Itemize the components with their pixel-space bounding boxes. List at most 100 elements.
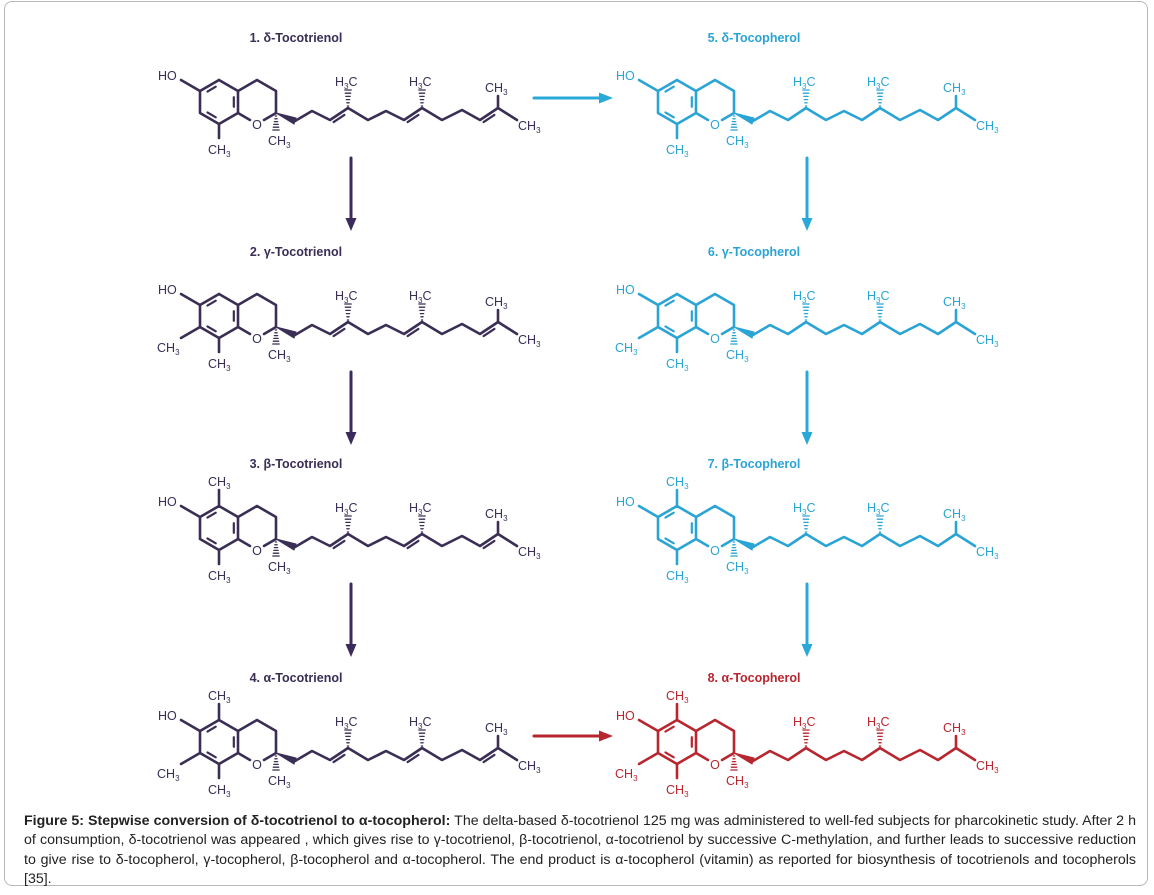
branch-methyl-label: H3C [793, 501, 816, 517]
terminal-methyl-label-subscript: 3 [503, 514, 508, 523]
terminal-methyl-label-part: CH [485, 721, 503, 735]
ring-oxygen-bond [262, 751, 278, 762]
chain-double-bond [482, 753, 496, 764]
branch-methyl-label-subscript: 3 [876, 82, 881, 91]
branch-methyl-label-subscript: 3 [876, 508, 881, 517]
c8-methyl-label: CH3 [208, 143, 231, 159]
terminal-methyl-label: CH3 [976, 333, 999, 349]
branch-methyl-label-part: H [335, 75, 344, 89]
terminal-methyl-label-part: CH [976, 333, 994, 347]
hydroxyl-bond [637, 292, 660, 307]
terminal-methyl-label: CH3 [976, 119, 999, 135]
branch-methyl-label-part: H [867, 75, 876, 89]
branch-methyl-label-subscript: 3 [344, 82, 349, 91]
ring-oxygen-bond [720, 325, 736, 336]
c7-methyl-label-part: CH [157, 767, 175, 781]
ring-oxygen-bond [694, 537, 710, 548]
c7-methyl-label-part: CH [615, 767, 633, 781]
terminal-methyl-label-subscript: 3 [994, 340, 999, 349]
branch-methyl-label-part: C [806, 501, 815, 515]
arrows-layer [345, 92, 813, 742]
branch-methyl-label-subscript: 3 [802, 82, 807, 91]
terminal-methyl-label: CH3 [943, 81, 966, 97]
c7-methyl-label-subscript: 3 [633, 348, 638, 357]
c2-methyl-label: CH3 [268, 134, 291, 150]
c8-methyl-label-subscript: 3 [226, 150, 231, 159]
branch-methyl-label-subscript: 3 [876, 296, 881, 305]
oxygen-label: O [252, 544, 262, 558]
terminal-methyl-label-part: CH [943, 81, 961, 95]
terminal-methyl-bond [954, 532, 977, 548]
branch-methyl-label-part: H [867, 501, 876, 515]
hydroxyl-bond [637, 718, 660, 733]
branch-methyl-label: H3C [335, 715, 358, 731]
branch-methyl-label-subscript: 3 [344, 508, 349, 517]
branch-methyl-label-part: H [409, 501, 418, 515]
terminal-methyl-label: CH3 [518, 333, 541, 349]
hydroxyl-bond [179, 718, 202, 733]
c2-methyl-label: CH3 [726, 560, 749, 576]
aromatic-double-bond [206, 537, 217, 545]
wedge-bond [275, 112, 297, 125]
benzene-ring [198, 292, 240, 340]
hydroxyl-bond [179, 292, 202, 307]
oxygen-label-part: O [252, 332, 262, 346]
c2-methyl-label: CH3 [726, 134, 749, 150]
c2-methyl-label-subscript: 3 [286, 355, 291, 364]
branch-methyl-label: H3C [335, 289, 358, 305]
hydroxyl-label: HO [616, 283, 635, 297]
c2-methyl-label: CH3 [726, 348, 749, 364]
ring-oxygen-bond [694, 111, 710, 122]
c5-methyl-label-part: CH [666, 689, 684, 703]
terminal-methyl-label-part: CH [485, 81, 503, 95]
ring-oxygen-bond [720, 111, 736, 122]
oxygen-label-part: O [710, 544, 720, 558]
branch-methyl-label-part: H [793, 715, 802, 729]
terminal-methyl-label-part: CH [976, 759, 994, 773]
branch-methyl-label: H3C [867, 501, 890, 517]
c8-methyl-label: CH3 [666, 357, 689, 373]
c2-methyl-label: CH3 [268, 348, 291, 364]
arrow-c7-to-c8 [801, 582, 813, 657]
branch-methyl-label: H3C [409, 715, 432, 731]
c8-methyl-label-part: CH [666, 569, 684, 583]
branch-methyl-label-part: C [880, 289, 889, 303]
terminal-methyl-label-part: CH [943, 507, 961, 521]
ring-oxygen-bond [236, 111, 252, 122]
hydroxyl-label: HO [158, 283, 177, 297]
benzene-ring [656, 504, 698, 552]
arrow-head [801, 644, 813, 657]
branch-methyl-label-subscript: 3 [802, 508, 807, 517]
hydroxyl-label: HO [616, 709, 635, 723]
branch-methyl-label-subscript: 3 [802, 722, 807, 731]
branch-methyl-label-part: C [422, 715, 431, 729]
pyran-ring [694, 78, 736, 115]
terminal-methyl-label-subscript: 3 [961, 728, 966, 737]
c2-methyl-label-part: CH [726, 774, 744, 788]
terminal-methyl-label-part: CH [976, 119, 994, 133]
terminal-methyl-label: CH3 [485, 295, 508, 311]
benzene-ring [656, 718, 698, 766]
side-chain [751, 532, 958, 549]
terminal-methyl-label-part: CH [485, 507, 503, 521]
side-chain [293, 320, 500, 337]
hydroxyl-label: HO [158, 69, 177, 83]
oxygen-label: O [252, 332, 262, 346]
c8-methyl-label-subscript: 3 [684, 364, 689, 373]
side-chain [293, 532, 500, 549]
terminal-methyl-label: CH3 [976, 545, 999, 561]
arrow-head [801, 218, 813, 231]
terminal-methyl-label-part: CH [518, 759, 536, 773]
arrow-head [345, 432, 357, 445]
c5-methyl-label: CH3 [208, 689, 231, 705]
branch-methyl-label: H3C [409, 501, 432, 517]
c7-methyl-label-part: CH [157, 341, 175, 355]
caption-text: The delta-based δ-tocotrienol 125 mg was… [24, 813, 1136, 887]
c2-methyl-label: CH3 [268, 774, 291, 790]
hydroxyl-label-part: HO [616, 709, 635, 723]
compound-title: 3. β-Tocotrienol [250, 457, 343, 471]
